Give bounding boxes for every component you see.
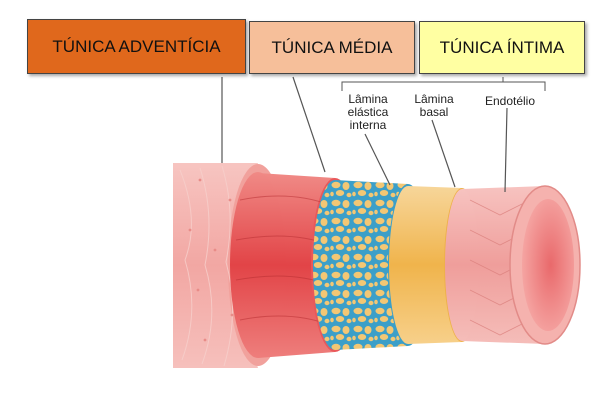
lamina-elastica-interna-label: Lâmina elástica interna (347, 92, 389, 132)
tunica-adventicia-label: TÚNICA ADVENTÍCIA (27, 19, 246, 74)
tunica-intima-text: TÚNICA ÍNTIMA (439, 37, 565, 57)
endothelium-layer (445, 185, 581, 345)
endotelio-label: Endotélio (484, 94, 536, 108)
intima-bracket (341, 81, 546, 91)
leader-lines (221, 76, 508, 193)
tunica-media-label: TÚNICA MÉDIA (249, 21, 415, 74)
tunica-media-text: TÚNICA MÉDIA (271, 37, 393, 57)
tunica-adventicia-text: TÚNICA ADVENTÍCIA (52, 36, 221, 56)
tunica-intima-label: TÚNICA ÍNTIMA (419, 21, 585, 74)
lamina-basal-label: Lâmina basal (414, 92, 454, 119)
